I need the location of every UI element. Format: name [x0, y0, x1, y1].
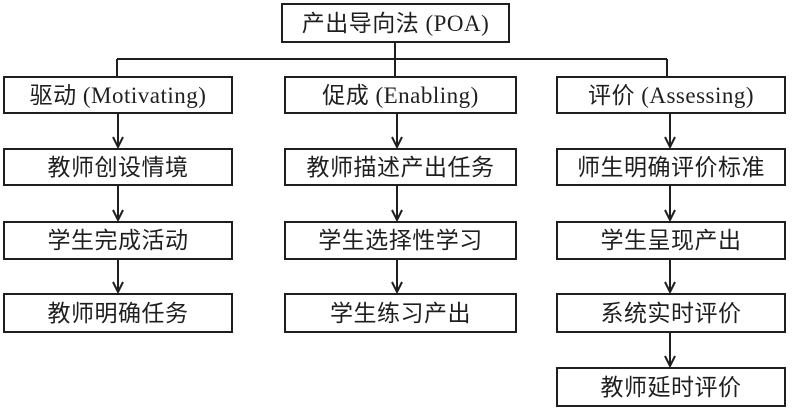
node-label: 教师描述产出任务 — [306, 154, 495, 180]
node-label: 学生呈现产出 — [600, 228, 742, 253]
node-step-enabling-1: 教师描述产出任务 — [284, 148, 517, 186]
node-stage-motivating: 驱动 (Motivating) — [3, 76, 233, 114]
node-poa-root: 产出导向法 (POA) — [281, 3, 510, 43]
node-step-enabling-3: 学生练习产出 — [284, 293, 517, 333]
node-step-assessing-1: 师生明确评价标准 — [556, 148, 786, 186]
node-step-enabling-2: 学生选择性学习 — [284, 221, 517, 260]
node-step-assessing-4: 教师延时评价 — [556, 367, 786, 407]
node-stage-enabling: 促成 (Enabling) — [284, 76, 517, 114]
node-stage-assessing: 评价 (Assessing) — [556, 76, 786, 114]
node-label: 产出导向法 (POA) — [301, 10, 490, 36]
node-step-assessing-3: 系统实时评价 — [556, 293, 786, 333]
node-label: 学生练习产出 — [330, 300, 471, 326]
node-label: 系统实时评价 — [600, 300, 742, 326]
node-label: 教师延时评价 — [600, 374, 742, 400]
node-label: 促成 (Enabling) — [322, 82, 479, 108]
node-step-motivating-3: 教师明确任务 — [3, 293, 233, 333]
node-label: 师生明确评价标准 — [577, 154, 765, 180]
node-label: 教师明确任务 — [47, 300, 189, 326]
node-step-assessing-2: 学生呈现产出 — [556, 221, 786, 260]
node-label: 学生选择性学习 — [318, 228, 483, 253]
node-label: 教师创设情境 — [47, 154, 189, 180]
node-label: 驱动 (Motivating) — [29, 82, 207, 108]
tree-bus-connector — [116, 43, 668, 76]
node-label: 评价 (Assessing) — [587, 82, 755, 108]
node-step-motivating-1: 教师创设情境 — [3, 148, 233, 186]
node-step-motivating-2: 学生完成活动 — [3, 221, 233, 260]
node-label: 学生完成活动 — [47, 228, 189, 253]
